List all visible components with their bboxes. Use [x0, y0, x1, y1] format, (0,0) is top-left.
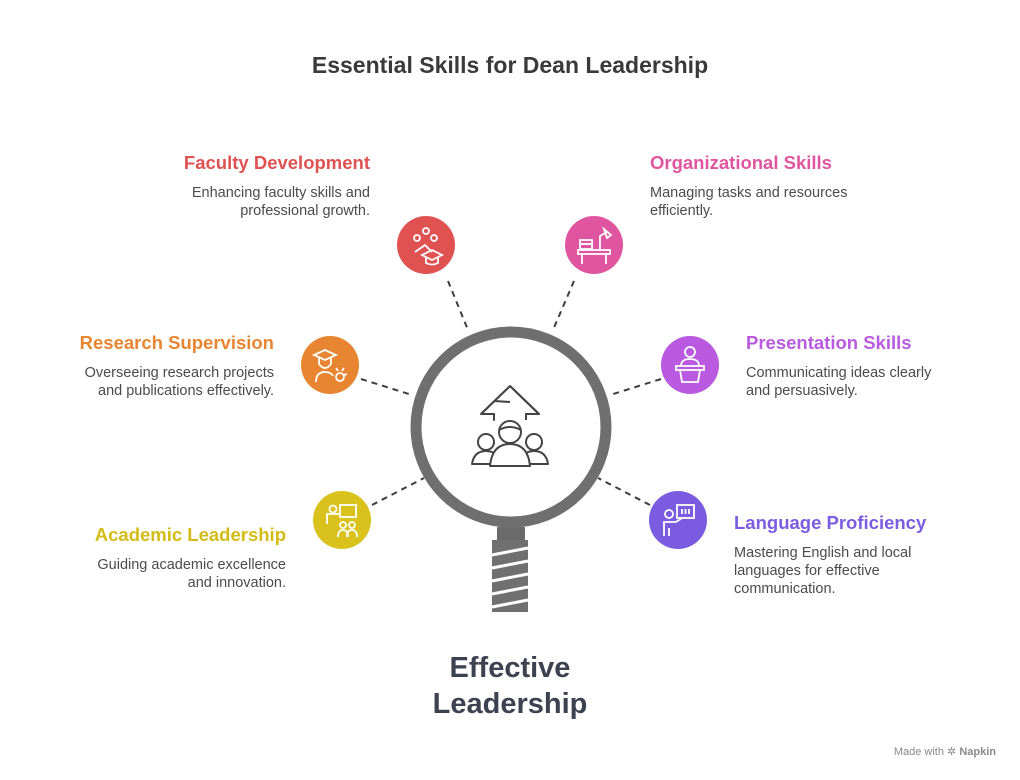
connector-presentation — [609, 378, 662, 396]
skill-description: Mastering English and local languages fo… — [734, 545, 912, 597]
skill-title: Faculty Development — [183, 152, 370, 173]
diagram-title: Essential Skills for Dean Leadership — [311, 52, 709, 78]
skill-presentation-skills: Presentation Skills Communicating ideas … — [746, 332, 951, 400]
connector-academic — [371, 477, 425, 506]
skill-language-proficiency: Language Proficiency Mastering English a… — [734, 512, 934, 598]
education-network-icon — [413, 227, 445, 266]
center-label-line2: Leadership — [432, 688, 588, 720]
center-label-line1: Effective — [449, 652, 571, 684]
desk-lamp-icon — [577, 226, 613, 264]
podium-speaker-icon — [675, 346, 705, 383]
connector-research — [360, 378, 413, 396]
napkin-logo-icon: ✲ — [947, 746, 957, 758]
teacher-students-icon — [326, 504, 358, 538]
presentation-skills-node — [661, 336, 719, 394]
connector-lines — [360, 280, 662, 506]
skill-research-supervision: Research Supervision Overseeing research… — [74, 332, 274, 400]
skill-title: Organizational Skills — [650, 152, 832, 173]
napkin-watermark: Made with ✲ Napkin — [894, 745, 996, 758]
research-supervision-node — [301, 336, 359, 394]
team-growth-icon — [471, 385, 549, 467]
skill-title: Research Supervision — [79, 332, 274, 353]
skill-academic-leadership: Academic Leadership Guiding academic exc… — [86, 524, 286, 592]
skill-title: Presentation Skills — [746, 332, 912, 353]
connector-language — [597, 477, 651, 506]
graduate-researcher-icon — [311, 349, 348, 383]
organizational-skills-node — [565, 216, 623, 274]
speaker-board-icon — [663, 504, 695, 536]
skill-title: Language Proficiency — [734, 512, 927, 533]
skill-description: Communicating ideas clearly and persuasi… — [746, 365, 932, 399]
skill-description: Managing tasks and resources efficiently… — [650, 185, 848, 219]
skill-description: Overseeing research projects and publica… — [84, 365, 274, 399]
skill-faculty-development: Faculty Development Enhancing faculty sk… — [170, 152, 370, 220]
connector-organizational — [552, 280, 575, 331]
skill-description: Guiding academic excellence and innovati… — [97, 557, 286, 591]
faculty-development-node — [397, 216, 455, 274]
language-proficiency-node — [649, 491, 707, 549]
watermark-brand: Napkin — [959, 746, 996, 758]
center-label: Effective Leadership — [380, 650, 640, 722]
connector-faculty — [447, 280, 469, 331]
watermark-prefix: Made with — [893, 746, 944, 758]
magnifier-handle — [491, 527, 529, 612]
skill-title: Academic Leadership — [94, 524, 286, 545]
academic-leadership-node — [313, 491, 371, 549]
skill-description: Enhancing faculty skills and professiona… — [191, 185, 370, 219]
skill-organizational-skills: Organizational Skills Managing tasks and… — [650, 152, 865, 220]
